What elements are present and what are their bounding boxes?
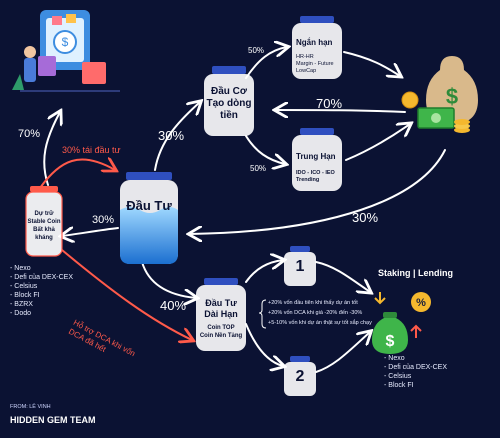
jar-du-tru — [25, 186, 63, 257]
arrow-dauco-trunghan — [245, 135, 285, 164]
right-list-item: Nexo — [384, 354, 447, 363]
svg-text:%: % — [416, 297, 426, 309]
arrow-down-icon — [374, 292, 386, 305]
percent-50-top: 50% — [248, 46, 265, 55]
jar-1 — [284, 246, 316, 286]
arrow-dautu-dauco — [154, 102, 200, 171]
du-tru-line-2: Stable Coin — [27, 219, 61, 225]
right-list-item: Defi của DEX-CEX — [384, 363, 447, 372]
left-list-item: Block FI — [10, 291, 73, 300]
left-list-item: Nexo — [10, 264, 73, 273]
left-list-item: BZRX — [10, 300, 73, 309]
reinvest-label: 30% tái đầu tư — [62, 145, 121, 155]
percent-50-mid: 50% — [250, 164, 267, 173]
dai-han-sub-1: Coin TOP — [207, 325, 235, 331]
du-tru-line-1: Dự trữ — [34, 211, 54, 217]
arrow-money-dautu — [190, 149, 446, 234]
notes-bracket — [258, 299, 267, 329]
jar-trung-han — [292, 128, 342, 191]
dai-han-details: Coin TOP Coin Nền Tảng — [196, 324, 246, 340]
jar-2 — [284, 356, 316, 396]
arrow-daihan-jar1 — [245, 260, 283, 283]
left-list-item: Defi của DEX-CEX — [10, 273, 73, 282]
percent-30-left: 30% — [92, 214, 115, 226]
percent-30-right: 30% — [352, 210, 379, 225]
ngan-han-details: HR-HR Margin - Future LowCap — [296, 54, 334, 75]
jar-dai-han — [196, 278, 246, 351]
label-dau-tu: Đầu Tư — [126, 198, 172, 213]
dau-co-line-1: Đầu Cơ — [210, 86, 247, 97]
jar-1-label: 1 — [295, 258, 305, 275]
svg-text:$: $ — [386, 333, 395, 350]
dca-notes: +20% vốn đầu tiên khi thấy dự án tốt +20… — [268, 298, 372, 328]
footer-team: HIDDEN GEM TEAM — [10, 415, 96, 425]
label-dau-co: Đầu Cơ Tạo dòng tiền — [204, 86, 254, 122]
dai-han-line-1: Đầu Tư — [205, 298, 237, 308]
right-platform-list: Nexo Defi của DEX-CEX Celsius Block FI — [384, 354, 447, 390]
percent-30-main: 30% — [158, 128, 185, 143]
trung-han-sub-2: Trending — [296, 177, 320, 183]
label-ngan-han: Ngắn hạn — [296, 38, 333, 47]
arrow-dutru-shop — [43, 112, 60, 186]
label-trung-han: Trung Hạn — [296, 152, 336, 161]
arrow-dca-support — [61, 249, 192, 340]
ngan-han-sub-3: LowCap — [296, 68, 317, 74]
arrow-money-dauco — [276, 110, 406, 112]
ngan-han-sub-1: HR-HR — [296, 54, 314, 60]
staking-title: Staking | Lending — [378, 268, 454, 278]
note-2: +20% vốn DCA khi giá -20% đến -30% — [268, 310, 363, 316]
arrow-jar1-staking — [315, 261, 370, 292]
label-du-tru: Dự trữ Stable Coin Bất khả kháng — [26, 210, 62, 242]
left-list-item: Celsius — [10, 282, 73, 291]
left-platform-list: Nexo Defi của DEX-CEX Celsius Block FI B… — [10, 264, 73, 318]
shop-illustration: $ — [12, 10, 120, 92]
ngan-han-sub-2: Margin - Future — [296, 61, 334, 67]
label-dai-han: Đầu Tư Dài Hạn — [196, 298, 246, 320]
du-tru-line-3: Bất khả — [33, 227, 55, 233]
money-illustration: $ — [401, 56, 478, 133]
percent-70-center: 70% — [316, 96, 343, 111]
jar-ngan-han — [292, 16, 342, 79]
left-list-item: Dodo — [10, 309, 73, 318]
arrow-trunghan-money — [345, 124, 410, 161]
arrow-up-icon — [410, 324, 422, 338]
dai-han-sub-2: Coin Nền Tảng — [199, 333, 243, 339]
svg-text:$: $ — [446, 84, 458, 109]
percent-40: 40% — [160, 298, 187, 313]
dau-co-line-3: tiền — [220, 110, 238, 121]
arrow-nganhan-money — [343, 51, 400, 76]
right-list-item: Celsius — [384, 372, 447, 381]
percent-70-left: 70% — [18, 128, 41, 140]
svg-text:$: $ — [62, 35, 69, 49]
dau-co-line-2: Tạo dòng — [206, 98, 252, 109]
jar-dau-co — [204, 66, 254, 136]
dai-han-line-2: Dài Hạn — [204, 309, 238, 319]
note-1: +20% vốn đầu tiên khi thấy dự án tốt — [268, 300, 358, 306]
arrow-dautu-dutru — [62, 228, 119, 236]
arrow-dauco-nganhan — [245, 47, 287, 79]
note-3: +5-10% vốn khi dự án thật sự tốt sắp chạ… — [268, 320, 372, 326]
footer-from: FROM: LÊ VINH — [10, 404, 51, 410]
trung-han-details: IDO - ICO - IEO Trending — [296, 170, 335, 184]
jar-2-label: 2 — [295, 368, 305, 385]
arrow-dautu-daihan — [141, 261, 196, 298]
jar-dau-tu — [120, 172, 178, 264]
staking-illustration: % $ — [372, 292, 431, 354]
trung-han-sub-1: IDO - ICO - IEO — [296, 170, 335, 176]
right-list-item: Block FI — [384, 381, 447, 390]
arrow-reinvest — [39, 160, 115, 189]
du-tru-line-4: kháng — [35, 235, 53, 241]
arrow-jar2-staking — [315, 332, 370, 373]
arrow-daihan-jar2 — [245, 323, 283, 366]
